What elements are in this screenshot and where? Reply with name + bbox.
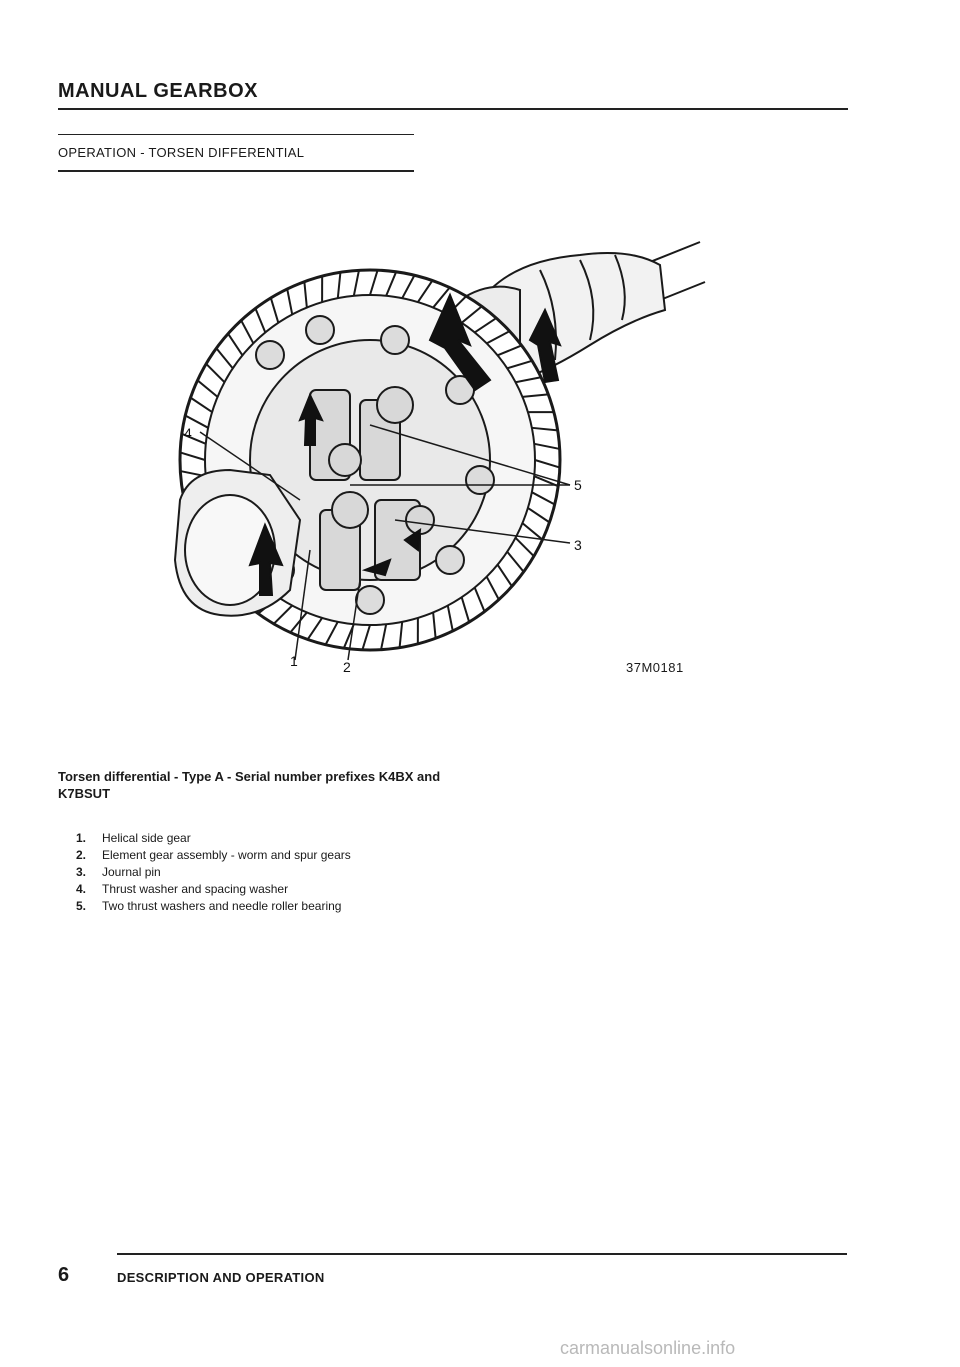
callout-3: 3 (574, 537, 582, 553)
page-number: 6 (58, 1264, 70, 1286)
differential-illustration: 4 5 3 1 2 (173, 241, 706, 675)
list-item: 2. Element gear assembly - worm and spur… (76, 847, 351, 864)
item-number: 2. (76, 848, 87, 862)
footer-title: DESCRIPTION AND OPERATION (117, 1270, 325, 1285)
callout-5: 5 (574, 477, 582, 493)
item-text: Helical side gear (102, 831, 191, 845)
figure-caption: Torsen differential - Type A - Serial nu… (58, 769, 441, 801)
section-rule-top (58, 134, 414, 135)
item-number: 4. (76, 882, 87, 896)
header-rule (58, 108, 848, 110)
callout-4: 4 (184, 425, 192, 441)
list-item: 5. Two thrust washers and needle roller … (76, 898, 351, 915)
item-text: Thrust washer and spacing washer (102, 882, 289, 896)
watermark: carmanualsonline.info (560, 1338, 736, 1358)
list-item: 4. Thrust washer and spacing washer (76, 881, 351, 898)
section-title: OPERATION - TORSEN DIFFERENTIAL (58, 145, 305, 160)
item-text: Journal pin (102, 865, 161, 879)
item-text: Two thrust washers and needle roller bea… (102, 899, 342, 913)
footer-rule (117, 1253, 847, 1255)
item-number: 1. (76, 831, 87, 845)
callout-2: 2 (343, 659, 351, 675)
item-text: Element gear assembly - worm and spur ge… (102, 848, 351, 862)
item-number: 5. (76, 899, 87, 913)
item-number: 3. (76, 865, 87, 879)
section-rule-bottom (58, 170, 414, 172)
list-item: 3. Journal pin (76, 864, 351, 881)
parts-list: 1. Helical side gear 2. Element gear ass… (76, 830, 351, 915)
list-item: 1. Helical side gear (76, 830, 351, 847)
figure-code: 37M0181 (626, 660, 684, 675)
callout-1: 1 (290, 653, 298, 669)
page-title: MANUAL GEARBOX (58, 80, 258, 102)
